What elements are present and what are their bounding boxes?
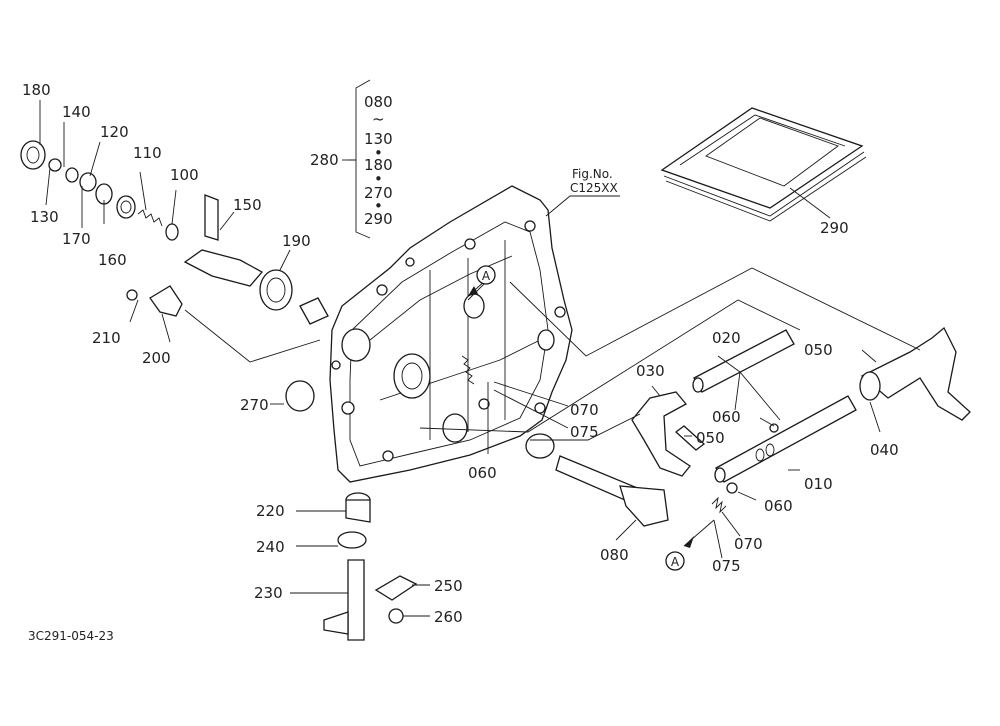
lower-shaft-assembly [290,492,430,641]
fig-ref-line2: C125XX [570,181,618,195]
callout-060-b: 060 [712,408,741,426]
callout-180: 180 [22,81,51,99]
kit-list: 080 ~ 130 • 180 • 270 • 290 [364,93,393,228]
callout-150: 150 [233,196,262,214]
kit-sep-1: • [374,144,383,162]
kit-item-180: 180 [364,156,393,174]
kit-item-080: 080 [364,93,393,111]
kit-item-130: 130 [364,130,393,148]
shift-rods-and-forks [419,267,971,559]
callout-160: 160 [98,251,127,269]
kit-sep-2: • [374,170,383,188]
callout-labels: 180 140 120 110 100 130 170 160 150 190 … [22,81,899,626]
transmission-case [329,185,573,483]
callout-290: 290 [820,219,849,237]
callout-230: 230 [254,584,283,602]
callout-040: 040 [870,441,899,459]
kit-item-270: 270 [364,184,393,202]
callout-140: 140 [62,103,91,121]
kit-item-tilde: ~ [372,110,385,128]
callout-100: 100 [170,166,199,184]
callout-060-a: 060 [468,464,497,482]
kit-item-290: 290 [364,210,393,228]
callout-280: 280 [310,151,339,169]
callout-050-b: 050 [804,341,833,359]
callout-190: 190 [282,232,311,250]
callout-070-a: 070 [570,401,599,419]
callout-020: 020 [712,329,741,347]
marker-a-bottom [665,551,685,571]
callout-010: 010 [804,475,833,493]
kit-sep-3: • [374,197,383,215]
callout-210: 210 [92,329,121,347]
callout-270: 270 [240,396,269,414]
marker-a-top [476,265,496,285]
marker-a-bottom-label: A [671,555,680,569]
manual-booklet [660,107,867,222]
kit-bracket [348,79,371,239]
fig-ref-line1: Fig.No. [572,167,613,181]
callout-120: 120 [100,123,129,141]
callout-200: 200 [142,349,171,367]
callout-110: 110 [133,144,162,162]
callout-080: 080 [600,546,629,564]
callout-250: 250 [434,577,463,595]
callout-130: 130 [30,208,59,226]
callout-260: 260 [434,608,463,626]
left-shaft-assembly [20,100,329,363]
plug-part [270,380,315,412]
callout-030: 030 [636,362,665,380]
callout-050-a: 050 [696,429,725,447]
callout-070-b: 070 [734,535,763,553]
callout-220: 220 [256,502,285,520]
marker-a-top-label: A [482,269,491,283]
callout-075-a: 075 [570,423,599,441]
callout-075-b: 075 [712,557,741,575]
drawing-code: 3C291-054-23 [28,629,114,643]
callout-170: 170 [62,230,91,248]
callout-240: 240 [256,538,285,556]
callout-060-c: 060 [764,497,793,515]
